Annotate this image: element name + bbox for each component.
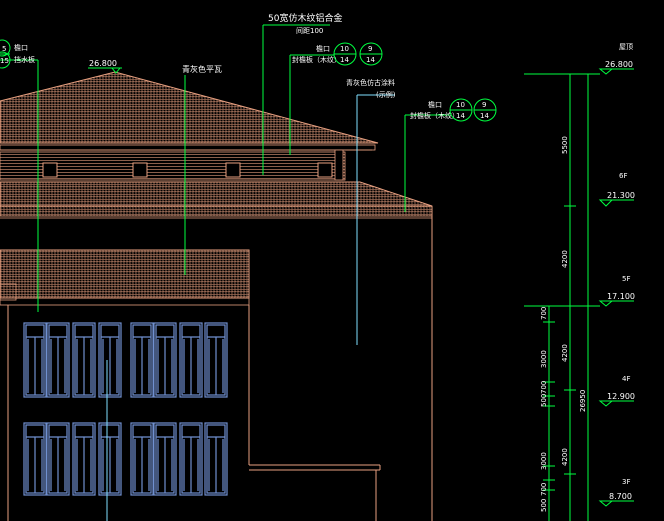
elevation-floor-label: 屋顶 <box>619 43 633 51</box>
left-marks: 5 15 檐口 挡水板 <box>0 39 35 69</box>
walls <box>7 305 381 521</box>
dimension-texts: 5500 4200 4200 4200 26950 700 3000 700 5… <box>540 136 587 512</box>
detail-a-c1-bottom: 14 <box>340 56 349 64</box>
dim-b-2: 700 <box>540 381 548 394</box>
annot-top-line2: 间距100 <box>296 27 323 35</box>
detail-b-label2: 封檐板（木纹） <box>410 111 459 120</box>
elevation-value: 17.100 <box>607 292 635 301</box>
dim-b-1: 3000 <box>540 350 548 368</box>
cyan-leaders <box>106 94 395 521</box>
detail-a-label1: 檐口 <box>316 44 330 53</box>
annot-ridge-tile: 青灰色平瓦 <box>182 64 222 74</box>
elevation-value: 26.800 <box>605 60 633 69</box>
detail-a-c2-top: 9 <box>368 45 372 53</box>
leader-lines <box>0 25 450 312</box>
window-frame <box>179 422 203 496</box>
annot-paint: 青灰色仿古涂料 (示例) <box>346 78 396 99</box>
dim-a-2: 4200 <box>561 344 569 362</box>
annot-top: 50宽仿木纹铝合金 间距100 <box>263 12 342 35</box>
elevation-marker: 6F 21.300 <box>598 172 635 207</box>
detail-a-label2: 封檐板（木纹） <box>292 55 341 64</box>
elevation-marker: 5F 17.100 <box>598 275 635 307</box>
elevation-value: 21.300 <box>607 191 635 200</box>
detail-b: 檐口 封檐板（木纹） 10 14 9 14 <box>410 98 497 122</box>
elevation-value: 8.700 <box>609 492 632 501</box>
dim-b-4: 3000 <box>540 452 548 470</box>
detail-b-label1: 檐口 <box>428 100 442 109</box>
left-mark-n1: 5 <box>2 45 6 53</box>
window-frame <box>46 422 70 496</box>
detail-a-c2-bottom: 14 <box>366 56 375 64</box>
dim-b-3: 500 <box>540 394 548 407</box>
roof-top-elevation: 26.800 <box>89 59 117 68</box>
annot-paint-line1: 青灰色仿古涂料 <box>346 78 395 87</box>
window-frame <box>23 322 47 398</box>
dim-b-6: 500 <box>540 499 548 512</box>
elevation-markers: 屋顶 26.800 6F 21.300 5F 17.100 4F 12.900 … <box>598 43 635 507</box>
window-frame <box>204 422 228 496</box>
windows <box>23 322 228 496</box>
dimension-lines <box>524 73 600 521</box>
elevation-floor-label: 5F <box>622 275 630 283</box>
detail-a-c1-top: 10 <box>340 45 349 53</box>
window-frame <box>46 322 70 398</box>
window-frame <box>98 422 122 496</box>
elevation-floor-label: 4F <box>622 375 630 383</box>
window-frame <box>23 422 47 496</box>
elevation-value: 12.900 <box>607 392 635 401</box>
detail-b-c2-bottom: 14 <box>480 112 489 120</box>
canopy-roof <box>0 249 250 306</box>
window-frame <box>179 322 203 398</box>
left-circle-bottom <box>0 51 11 69</box>
left-mark-n2: 15 <box>0 57 9 65</box>
roof-elevation: 26.800 <box>88 59 122 74</box>
dim-a-0: 5500 <box>561 136 569 154</box>
dim-b-0: 700 <box>540 307 548 320</box>
detail-b-c1-bottom: 14 <box>456 112 465 120</box>
elevation-marker: 3F 8.700 <box>598 478 634 507</box>
window-frame <box>130 422 154 496</box>
elevation-marker: 屋顶 26.800 <box>598 43 634 75</box>
window-frame <box>72 322 96 398</box>
dim-a-3: 4200 <box>561 448 569 466</box>
dim-total: 26950 <box>579 390 587 412</box>
elevation-floor-label: 6F <box>619 172 627 180</box>
detail-b-c2-top: 9 <box>482 101 486 109</box>
annot-top-line1: 50宽仿木纹铝合金 <box>268 12 342 24</box>
left-circle-top <box>0 39 11 57</box>
window-frame <box>130 322 154 398</box>
detail-a: 檐口 封檐板（木纹） 10 14 9 14 <box>292 42 383 66</box>
window-frame <box>72 422 96 496</box>
upper-roof <box>0 71 379 151</box>
window-frame <box>153 322 177 398</box>
elevation-floor-label: 3F <box>622 478 630 486</box>
window-frame <box>153 422 177 496</box>
window-frame <box>204 322 228 398</box>
dim-b-5: 700 <box>540 483 548 496</box>
left-mark-label2: 挡水板 <box>14 55 35 64</box>
lower-roof <box>0 181 433 521</box>
dim-a-1: 4200 <box>561 250 569 268</box>
louver-band <box>0 149 346 181</box>
annot-paint-line2: (示例) <box>376 90 396 99</box>
elevation-marker: 4F 12.900 <box>598 375 635 407</box>
window-frame <box>98 322 122 398</box>
left-mark-label1: 檐口 <box>14 43 28 52</box>
detail-b-c1-top: 10 <box>456 101 465 109</box>
